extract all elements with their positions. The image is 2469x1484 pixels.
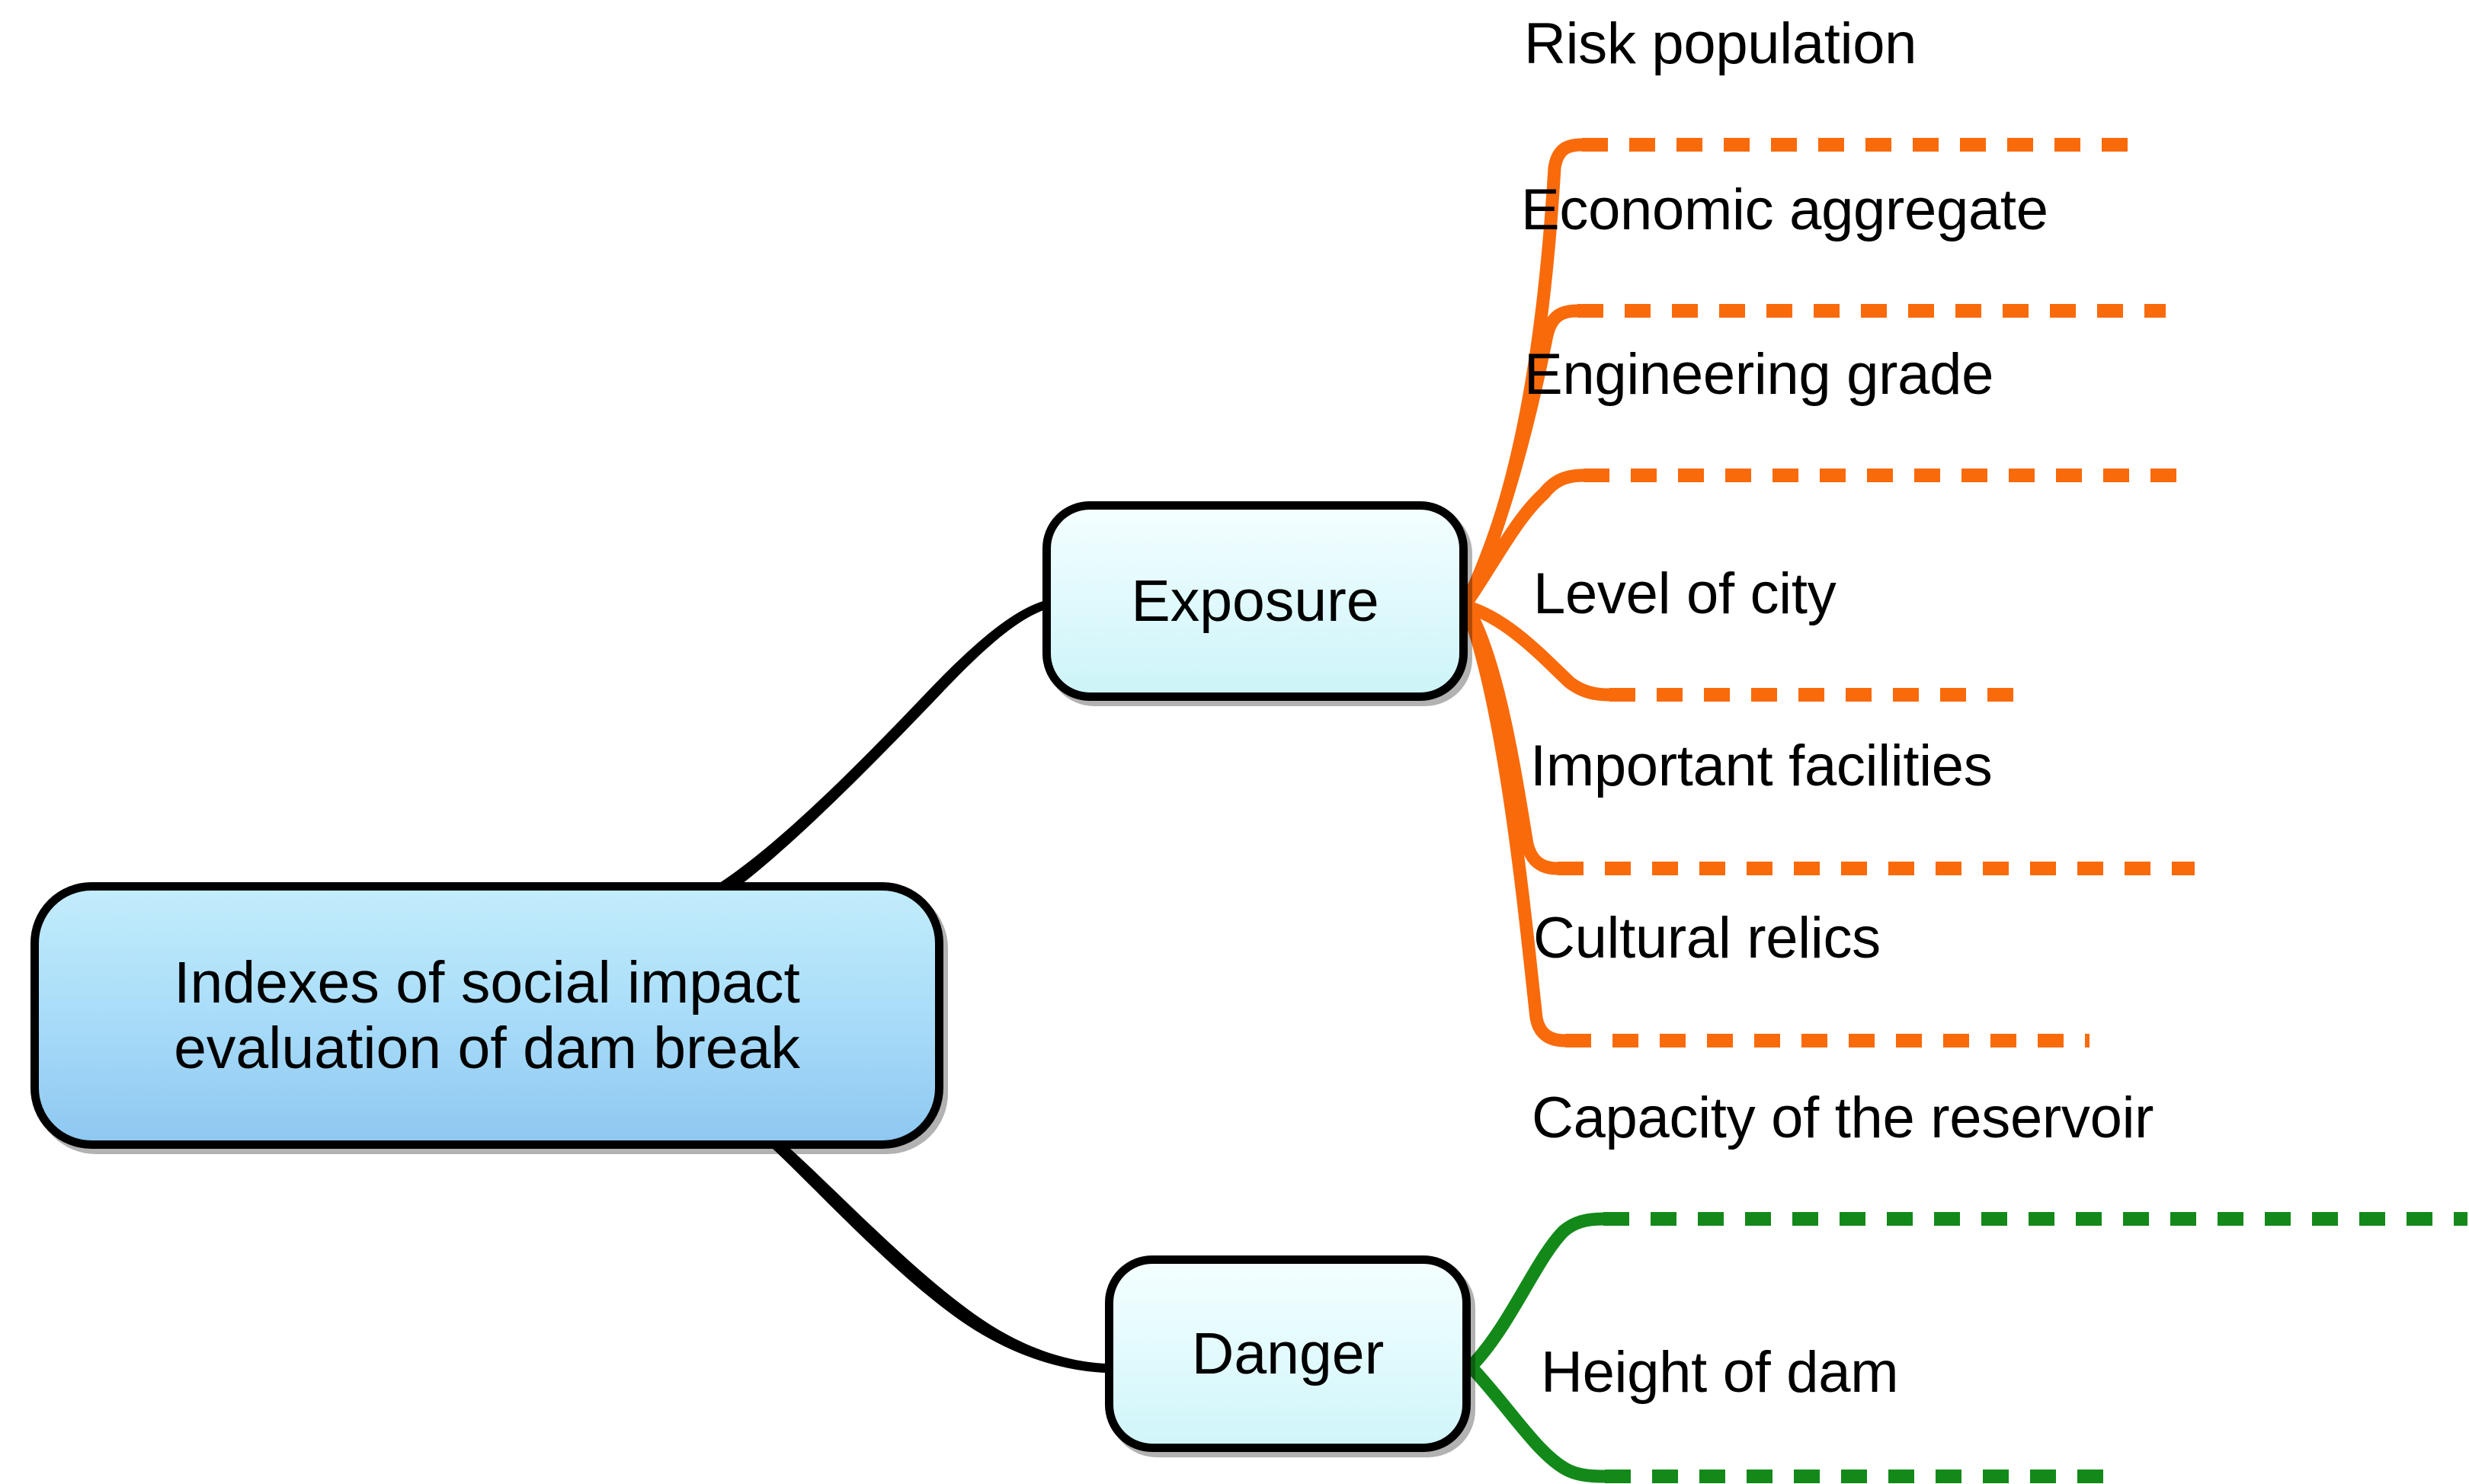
stem-level-of-city (1459, 600, 1616, 702)
stem-height-of-dam (1465, 1361, 1612, 1483)
root-node-line1: Indexes of social impact (174, 949, 800, 1015)
leaf-label-risk-population[interactable]: Risk population (1524, 11, 1917, 76)
connector-root-to-danger (771, 1141, 1106, 1373)
root-node-line2: evaluation of dam break (174, 1015, 800, 1081)
leaf-label-cultural-relics[interactable]: Cultural relics (1533, 906, 1881, 971)
leaf-label-engineering-grade[interactable]: Engineering grade (1524, 342, 1994, 407)
branch-node-danger[interactable]: Danger (1105, 1255, 1471, 1452)
branch-node-exposure[interactable]: Exposure (1042, 501, 1468, 701)
exposure-dashes (1558, 138, 2195, 1047)
stem-cultural-relics (1459, 600, 1572, 1047)
branch-node-danger-label: Danger (1191, 1320, 1385, 1386)
stem-capacity-of-the-reservoir (1465, 1212, 1610, 1372)
leaf-label-important-facilities[interactable]: Important facilities (1530, 734, 1993, 798)
stem-engineering-grade (1459, 469, 1590, 610)
branch-node-exposure-label: Exposure (1131, 568, 1379, 634)
leaf-label-economic-aggregate[interactable]: Economic aggregate (1521, 178, 2048, 242)
stem-economic-aggregate (1459, 304, 1584, 610)
connector-root-to-exposure (709, 600, 1046, 900)
leaf-label-capacity-of-the-reservoir[interactable]: Capacity of the reservoir (1532, 1086, 2154, 1150)
danger-stems (1465, 1212, 1612, 1483)
leaf-label-height-of-dam[interactable]: Height of dam (1541, 1340, 1899, 1405)
exposure-stems (1459, 138, 1616, 1047)
danger-dashes (1603, 1212, 2467, 1483)
leaf-label-level-of-city[interactable]: Level of city (1533, 561, 1837, 626)
